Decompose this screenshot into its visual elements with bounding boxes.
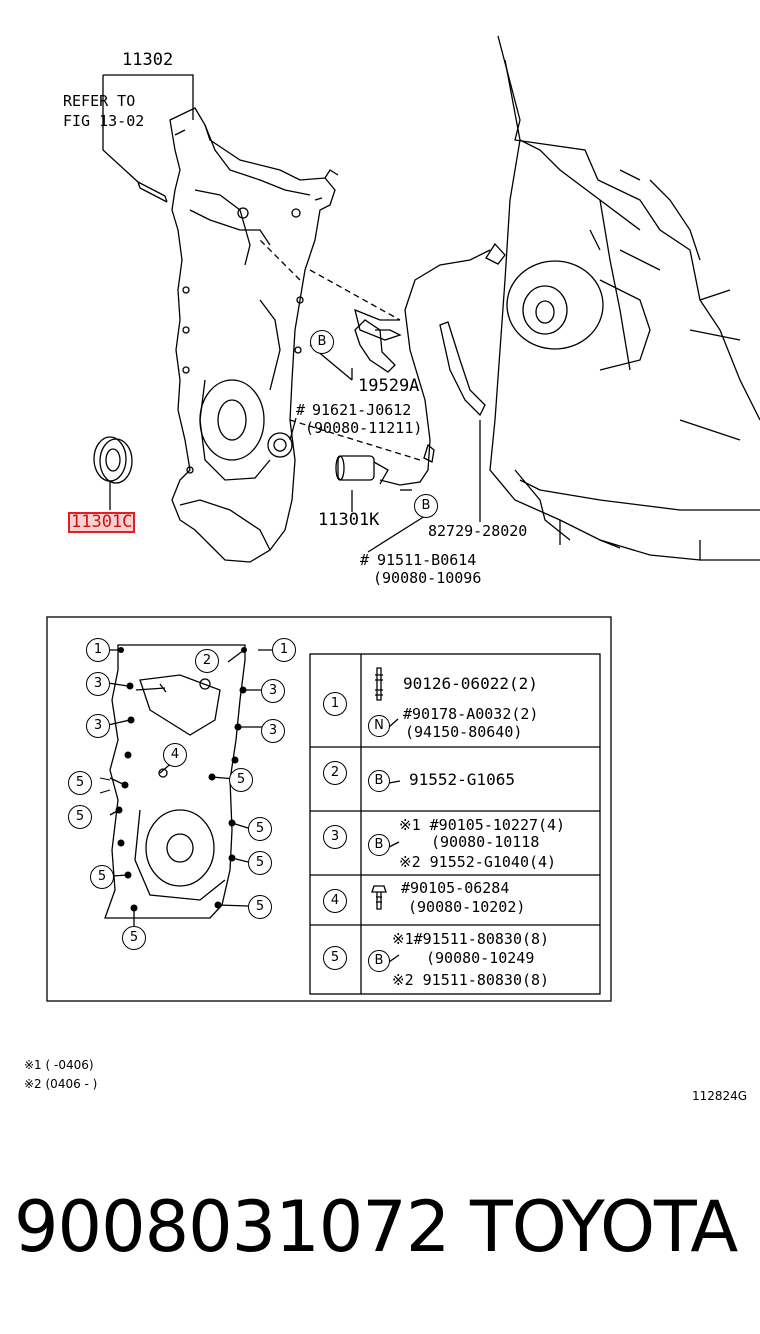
table-row4-number: 4 (323, 889, 347, 913)
table-row1-line2: #90178-A0032(2) (403, 705, 539, 723)
mini-callout-5a: 5 (68, 771, 92, 795)
callout-b-sensor: B (414, 494, 438, 518)
part-number-footer: 9008031072 (14, 1186, 450, 1268)
legend-frame (46, 616, 612, 1002)
mini-callout-3b: 3 (261, 679, 285, 703)
mini-callout-1a: 1 (86, 638, 110, 662)
mini-callout-1b: 1 (272, 638, 296, 662)
table-row2-line1: 91552-G1065 (409, 770, 515, 789)
table-row4-line2: (90080-10202) (408, 898, 526, 916)
table-row3-number: 3 (323, 825, 347, 849)
table-row1-number: 1 (323, 692, 347, 716)
label-part-91511: 91511-B0614 (377, 551, 477, 569)
table-row3-line1: ※1 #90105-10227(4) (399, 816, 566, 834)
table-row2-badge: B (368, 770, 390, 792)
mini-callout-3d: 3 (261, 719, 285, 743)
label-part-19529a: 19529A (358, 376, 420, 396)
footnote-1: ※1 ( -0406) (24, 1058, 94, 1072)
table-row1-line3: (94150-80640) (405, 723, 523, 741)
table-row4-line1: #90105-06284 (401, 879, 510, 897)
mini-callout-5f: 5 (90, 865, 114, 889)
label-part-90080-10096: (90080-10096 (373, 569, 482, 587)
engine-block-outline (489, 35, 760, 561)
brand-footer: TOYOTA (470, 1186, 738, 1268)
table-row2-number: 2 (323, 761, 347, 785)
bracket-19529a (354, 319, 396, 373)
label-part-90080-11211: (90080-11211) (305, 419, 423, 437)
hash-mark-1: # (296, 401, 306, 419)
mini-callout-5c: 5 (68, 805, 92, 829)
callout-b-bracket: B (310, 330, 334, 354)
table-row3-line3: ※2 91552-G1040(4) (399, 853, 557, 871)
mini-callout-5d: 5 (248, 817, 272, 841)
footnote-2: ※2 (0406 - ) (24, 1077, 98, 1091)
table-row5-badge: B (368, 950, 390, 972)
mini-callout-5h: 5 (122, 926, 146, 950)
mini-callout-5g: 5 (248, 895, 272, 919)
hash-mark-2: # (360, 551, 370, 569)
mini-callout-4: 4 (163, 743, 187, 767)
leader-lines (102, 74, 481, 553)
table-row5-number: 5 (323, 946, 347, 970)
table-icons (371, 667, 401, 963)
timing-cover (169, 107, 339, 563)
table-row5-line2: (90080-10249 (426, 949, 535, 967)
label-part-82729: 82729-28020 (428, 522, 528, 540)
mini-callout-5b: 5 (229, 768, 253, 792)
mini-callout-5e: 5 (248, 851, 272, 875)
label-part-11302: 11302 (122, 50, 174, 70)
label-part-11301c-highlighted[interactable]: 11301C (67, 512, 136, 533)
mini-callout-2: 2 (195, 649, 219, 673)
oil-seal (93, 436, 133, 510)
table-row5-line1: ※1#91511-80830(8) (392, 930, 550, 948)
figure-code: 112824G (692, 1089, 748, 1103)
table-row3-badge: B (368, 834, 390, 856)
label-part-91621: 91621-J0612 (312, 401, 412, 419)
table-row3-line2: (90080-10118 (431, 833, 540, 851)
stud-bolt (137, 181, 168, 203)
mini-callout-3a: 3 (86, 672, 110, 696)
sensor-wire (335, 242, 506, 486)
label-part-11301k: 11301K (318, 510, 380, 530)
table-row5-line3: ※2 91511-80830(8) (392, 971, 550, 989)
table-row1-badge: N (368, 715, 390, 737)
mini-callout-3c: 3 (86, 714, 110, 738)
table-row1-line1: 90126-06022(2) (403, 674, 538, 693)
label-refer-line2: FIG 13-02 (63, 112, 145, 130)
label-refer-line1: REFER TO (63, 92, 136, 110)
